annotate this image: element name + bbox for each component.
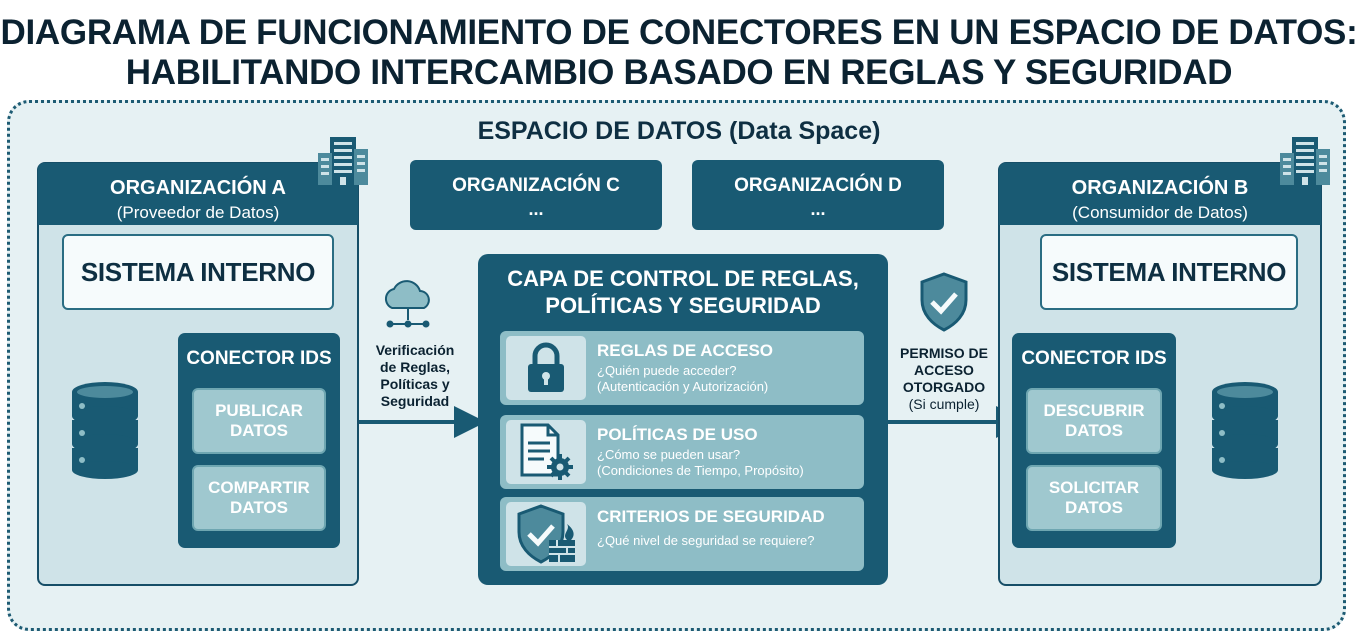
org-d-box: ORGANIZACIÓN D ... (692, 160, 944, 230)
control-layer-title: CAPA DE CONTROL DE REGLAS, POLÍTICAS Y S… (478, 265, 888, 319)
org-c-box: ORGANIZACIÓN C ... (410, 160, 662, 230)
document-gear-icon-box (506, 420, 586, 484)
data-space-label: ESPACIO DE DATOS (Data Space) (477, 117, 881, 145)
permission-line-3: OTORGADO (902, 379, 986, 395)
share-data-button[interactable]: COMPARTIR DATOS (192, 465, 326, 531)
lock-icon (528, 342, 564, 392)
verification-line-1: Verificación (375, 342, 455, 358)
rule-access-line-1: ¿Quién puede acceder? (597, 363, 737, 378)
diagram-title-line-2: HABILITANDO INTERCAMBIO BASADO EN REGLAS… (125, 53, 1233, 92)
verification-line-2: de Reglas, (379, 359, 451, 375)
org-a-internal-system: SISTEMA INTERNO (62, 234, 334, 310)
org-a-name: ORGANIZACIÓN A (110, 177, 286, 199)
rule-security: CRITERIOS DE SEGURIDAD ¿Qué nivel de seg… (500, 497, 864, 571)
org-d-name: ORGANIZACIÓN D (734, 175, 902, 196)
rule-access-description: ¿Quién puede acceder? (Autenticación y A… (597, 363, 768, 395)
shield-firewall-icon-box (506, 502, 586, 566)
lock-icon-box (506, 336, 586, 400)
publish-data-button[interactable]: PUBLICAR DATOS (192, 388, 326, 454)
database-icon (72, 382, 138, 479)
org-c-name: ORGANIZACIÓN C (452, 175, 620, 196)
building-icon (1280, 137, 1330, 185)
rule-usage-line-1: ¿Cómo se pueden usar? (597, 447, 741, 462)
document-gear-icon (520, 423, 573, 480)
org-a-connector-title: CONECTOR IDS (186, 348, 332, 369)
control-layer-title-line-1: CAPA DE CONTROL DE REGLAS, (507, 266, 859, 291)
permission-label: PERMISO DE ACCESO OTORGADO (Si cumple) (890, 345, 998, 413)
rule-access: REGLAS DE ACCESO ¿Quién puede acceder? (… (500, 331, 864, 405)
verification-line-3: Políticas y (380, 376, 450, 392)
rule-security-description: ¿Qué nivel de seguridad se requiere? (597, 533, 815, 549)
org-d-ellipsis: ... (810, 199, 826, 219)
shield-firewall-icon (517, 504, 575, 564)
control-layer-title-line-2: POLÍTICAS Y SEGURIDAD (545, 293, 821, 318)
rule-usage: POLÍTICAS DE USO ¿Cómo se pueden usar? (… (500, 415, 864, 489)
verification-label: Verificación de Reglas, Políticas y Segu… (358, 342, 472, 410)
rule-usage-title: POLÍTICAS DE USO (597, 425, 758, 444)
permission-line-1: PERMISO DE (900, 345, 988, 361)
rule-usage-description: ¿Cómo se pueden usar? (Condiciones de Ti… (597, 447, 804, 479)
org-b-role: (Consumidor de Datos) (1072, 203, 1248, 222)
rule-security-title: CRITERIOS DE SEGURIDAD (597, 507, 825, 526)
shield-check-icon (920, 272, 968, 332)
org-b-header: ORGANIZACIÓN B (Consumidor de Datos) (999, 163, 1321, 225)
rule-access-title: REGLAS DE ACCESO (597, 341, 774, 360)
org-b-connector-title: CONECTOR IDS (1021, 348, 1167, 369)
database-icon (1212, 382, 1278, 479)
permission-note: (Si cumple) (908, 396, 980, 412)
request-data-button[interactable]: SOLICITAR DATOS (1026, 465, 1162, 531)
org-b-internal-system: SISTEMA INTERNO (1040, 234, 1298, 310)
rule-security-line-1: ¿Qué nivel de seguridad se requiere? (597, 533, 815, 548)
verification-line-4: Seguridad (380, 393, 450, 409)
rule-usage-line-2: (Condiciones de Tiempo, Propósito) (597, 463, 804, 478)
org-a-role: (Proveedor de Datos) (116, 203, 280, 222)
permission-line-2: ACCESO (914, 362, 974, 378)
cloud-network-icon (384, 280, 430, 328)
rule-access-line-2: (Autenticación y Autorización) (597, 379, 769, 394)
diagram-title-line-1: DIAGRAMA DE FUNCIONAMIENTO DE CONECTORES… (0, 13, 1358, 52)
org-c-ellipsis: ... (528, 199, 544, 219)
building-icon (318, 137, 368, 185)
org-b-name: ORGANIZACIÓN B (1071, 177, 1249, 199)
org-a-header: ORGANIZACIÓN A (Proveedor de Datos) (38, 163, 358, 225)
discover-data-button[interactable]: DESCUBRIR DATOS (1026, 388, 1162, 454)
